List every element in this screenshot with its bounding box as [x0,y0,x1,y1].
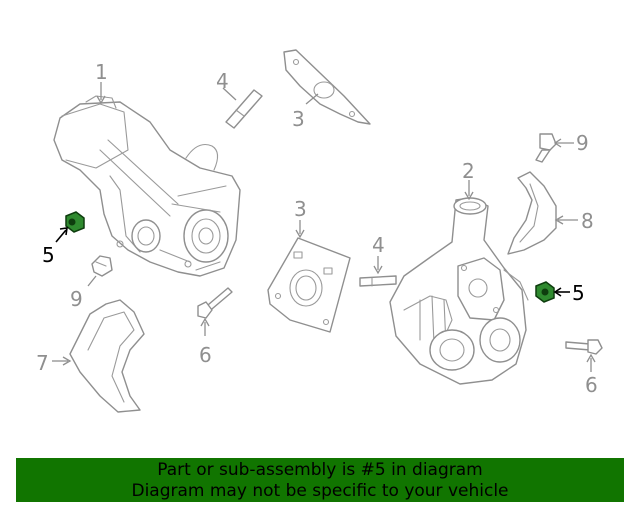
callout-4-top: 4 [216,69,229,93]
heat-shield-right [507,171,557,255]
nut-right-highlighted [535,281,555,303]
gasket-top [283,49,371,125]
turbocharger-left [53,95,241,277]
gasket-center [267,237,351,333]
callout-7: 7 [36,351,49,375]
bracket-left [91,255,113,277]
nut-left-highlighted [65,211,85,233]
bolt-center [197,287,233,319]
turbocharger-right [389,197,529,385]
callout-5-right: 5 [572,281,585,305]
callout-3-top: 3 [292,107,305,131]
heat-shield-left [69,299,145,413]
callout-9-right: 9 [576,131,589,155]
stud-center [359,275,397,287]
callout-5-left: 5 [42,243,55,267]
callout-9-left: 9 [70,287,83,311]
bolt-right [565,339,603,355]
stud-top [225,89,263,129]
callout-6-center: 6 [199,343,212,367]
banner-line-part-number: Part or sub-assembly is #5 in diagram [157,460,483,480]
bolt-top-right [535,133,557,163]
parts-diagram: 1 4 3 9 2 [36,49,603,413]
callout-3-center: 3 [294,197,307,221]
highlight-banner: Part or sub-assembly is #5 in diagram Di… [16,458,624,502]
callout-8: 8 [581,209,594,233]
callout-4-center: 4 [372,233,385,257]
callout-2: 2 [462,159,475,183]
banner-line-disclaimer: Diagram may not be specific to your vehi… [131,481,509,501]
callout-6-right: 6 [585,373,598,397]
callout-1: 1 [95,60,108,84]
